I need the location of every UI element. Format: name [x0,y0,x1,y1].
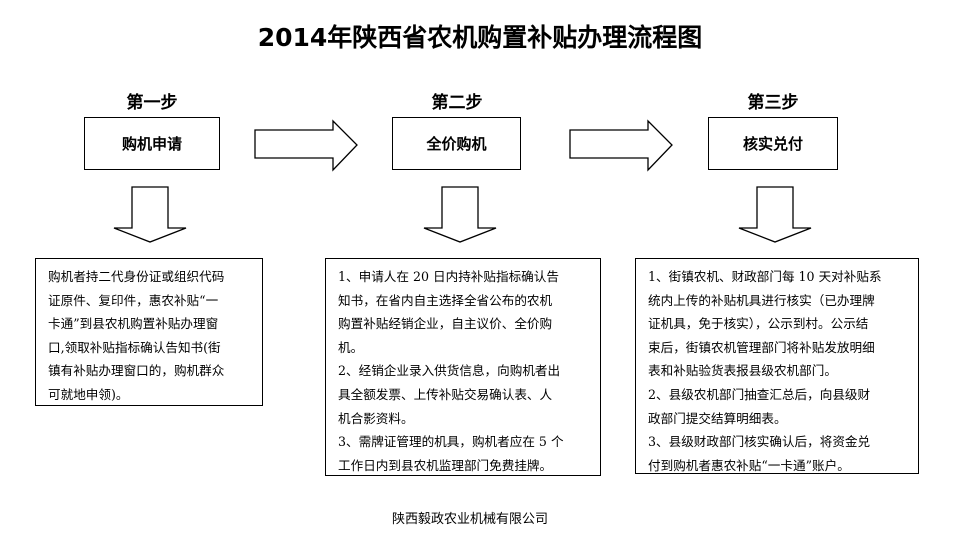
page-title: 2014年陕西省农机购置补贴办理流程图 [257,23,703,52]
detail-line: 表和补贴验货表报县级农机部门。 [648,363,837,379]
detail-line: 3、县级财政部门核实确认后，将资金兑 [648,434,871,450]
detail-line: 束后，街镇农机管理部门将补贴发放明细 [648,339,875,355]
down-arrow-icon [738,186,812,243]
detail-line: 2、县级农机部门抽查汇总后，向县级财 [648,386,871,402]
detail-line: 统内上传的补贴机具进行核实（已办理牌 [648,292,875,308]
detail-line: 1、申请人在 20 日内持补贴指标确认告 [338,269,559,284]
detail-line: 政部门提交结算明细表。 [648,410,787,426]
detail-line: 机。 [338,339,364,355]
detail-line: 付到购机者惠农补贴“一卡通”账户。 [648,457,850,473]
right-arrow-icon [569,119,673,172]
detail-line: 可就地申领)。 [48,386,129,402]
detail-line: 3、需牌证管理的机具，购机者应在 5 个 [338,434,564,450]
step-1-box: 购机申请 [84,117,220,170]
detail-line: 证机具，免于核实），公示到村。公示结 [648,316,869,332]
detail-line: 卡通”到县农机购置补贴办理窗 [48,316,219,332]
detail-line: 证原件、复印件，惠农补贴“一 [48,292,219,308]
detail-line: 1、街镇农机、财政部门每 10 天对补贴系 [648,269,882,284]
detail-line: 工作日内到县农机监理部门免费挂牌。 [338,457,553,473]
step-3-details: 1、街镇农机、财政部门每 10 天对补贴系 统内上传的补贴机具进行核实（已办理牌… [635,258,919,474]
step-1-label: 第一步 [126,93,178,113]
detail-line: 购机者持二代身份证或组织代码 [48,269,225,284]
step-2-label: 第二步 [431,93,483,113]
detail-line: 机合影资料。 [338,410,414,426]
down-arrow-icon [423,186,497,243]
step-2-details: 1、申请人在 20 日内持补贴指标确认告 知书，在省内自主选择全省公布的农机 购… [325,258,601,476]
detail-line: 知书，在省内自主选择全省公布的农机 [338,292,553,308]
step-2-box: 全价购机 [392,117,521,170]
detail-line: 口,领取补贴指标确认告知书(街 [48,339,221,355]
detail-line: 具全额发票、上传补贴交易确认表、人 [338,386,553,402]
step-1-details: 购机者持二代身份证或组织代码 证原件、复印件，惠农补贴“一 卡通”到县农机购置补… [35,258,263,406]
detail-line: 镇有补贴办理窗口的，购机群众 [48,363,225,379]
step-3-box: 核实兑付 [708,117,838,170]
company-footer: 陕西毅政农业机械有限公司 [391,512,548,527]
step-3-label: 第三步 [747,93,799,113]
down-arrow-icon [113,186,187,243]
detail-line: 2、经销企业录入供货信息，向购机者出 [338,363,561,379]
right-arrow-icon [254,119,358,172]
detail-line: 购置补贴经销企业，自主议价、全价购 [338,316,553,332]
